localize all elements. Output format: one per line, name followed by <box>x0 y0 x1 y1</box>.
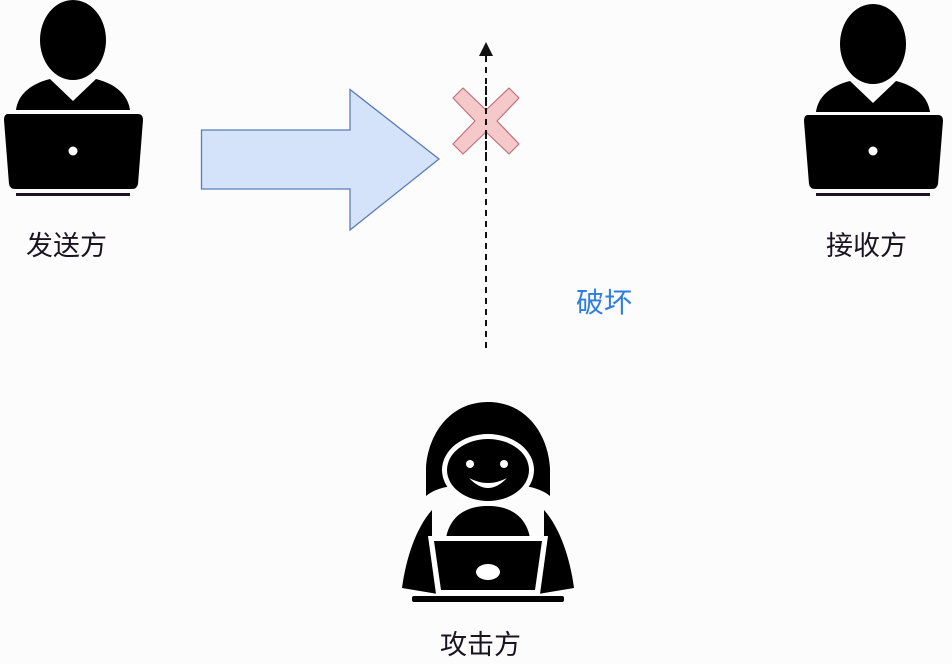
attacker-node <box>398 398 578 604</box>
attack-action-label: 破坏 <box>576 286 633 319</box>
message-arrow <box>200 88 442 234</box>
attack-line <box>476 40 496 354</box>
x-mark-icon <box>452 86 520 156</box>
hooded-hacker-laptop-icon <box>402 402 574 602</box>
right-arrow-icon <box>200 88 441 232</box>
user-laptop-icon <box>4 0 143 196</box>
sender-label: 发送方 <box>26 231 107 262</box>
user-laptop-icon <box>804 4 943 196</box>
dashed-up-arrow-icon <box>479 42 493 352</box>
blocked-x-marker <box>451 86 521 156</box>
attacker-label: 攻击方 <box>440 630 521 661</box>
receiver-label: 接收方 <box>826 231 907 262</box>
receiver-node <box>800 0 950 210</box>
sender-node <box>0 0 150 210</box>
